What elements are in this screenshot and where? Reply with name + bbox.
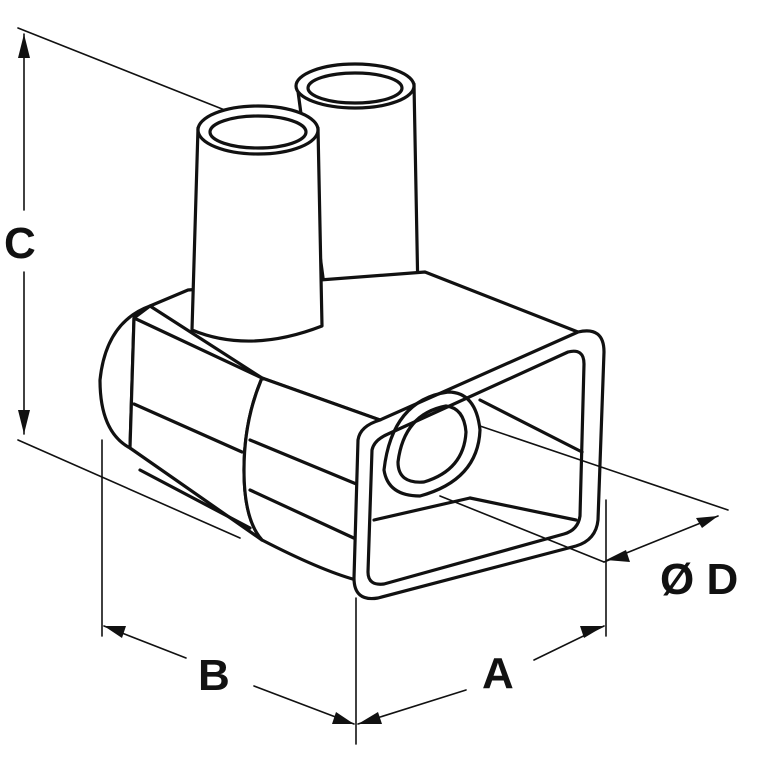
front-tube <box>190 104 324 343</box>
c-extension-bottom <box>17 439 241 539</box>
inner-bore-ring <box>382 390 482 498</box>
inner-bore <box>396 404 468 484</box>
front-tube-body <box>190 126 324 343</box>
dimension-label-d: Ø D <box>660 555 738 604</box>
d-arrow-lower <box>606 550 630 562</box>
housing-left-end <box>98 304 152 450</box>
back-tube-bore <box>306 71 404 105</box>
c-arrow-top <box>18 34 30 58</box>
dimension-label-a: A <box>482 649 514 698</box>
inner-edge-floor <box>468 496 578 522</box>
a-arrow-left <box>358 712 382 724</box>
housing-left-ridge-lower <box>138 468 252 530</box>
front-frame-inner <box>366 349 586 586</box>
dimension-a: A <box>357 499 607 725</box>
housing-left-ridge <box>132 402 244 454</box>
b-arrow-left <box>104 626 126 638</box>
housing-right-ridge-lower <box>248 488 360 542</box>
dimension-label-c: C <box>4 219 36 268</box>
dimension-d: Ø D <box>439 425 738 604</box>
housing <box>98 270 606 601</box>
dimension-b: B <box>101 439 357 745</box>
inner-edge-upper <box>478 398 584 454</box>
a-arrow-right <box>580 626 604 638</box>
c-arrow-bottom <box>18 410 30 434</box>
housing-right-ridge <box>248 438 368 490</box>
housing-right-section <box>242 376 382 582</box>
d-arrow-upper <box>696 516 718 528</box>
d-extension-lower <box>439 495 605 563</box>
d-extension-upper <box>479 425 729 511</box>
front-tube-bore <box>208 114 308 150</box>
b-arrow-right <box>332 712 354 724</box>
front-frame-outer <box>352 329 606 601</box>
dimension-label-b: B <box>198 651 230 700</box>
